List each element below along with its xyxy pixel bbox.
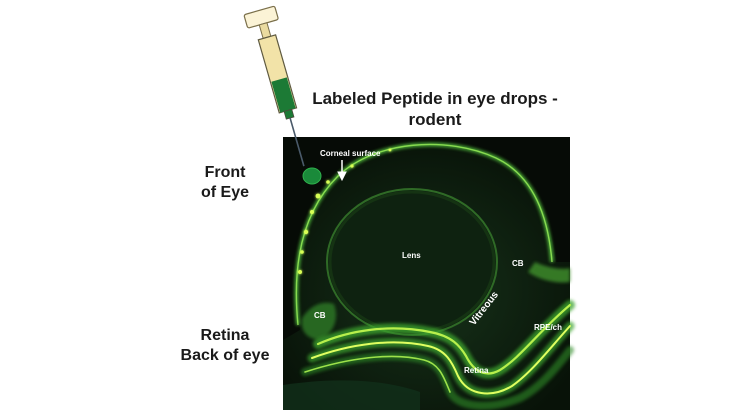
syringe-icon [243,5,305,167]
back-of-eye-label: Retina Back of eye [165,326,285,366]
corneal-surface-label: Corneal surface [320,149,381,158]
eyeball [283,142,575,410]
lens-label: Lens [402,251,421,260]
title-line-2: rodent [408,110,462,130]
cb-right-label: CB [512,259,524,268]
ciliary-body-left [301,302,337,340]
syringe-liquid [271,77,296,113]
front-of-eye-label: Front of Eye [180,163,270,203]
ciliary-body-right [528,262,570,283]
syringe-needle [289,117,305,167]
retina-label: Retina [464,366,489,375]
eye-drop-icon [302,167,322,185]
lower-tissue [283,380,420,410]
back-label-line-2: Back of eye [180,347,270,364]
cb-left-label: CB [314,311,326,320]
retina-layers [301,300,575,410]
front-label-line-1: Front [204,164,246,181]
rpe-label: RPE/ch [534,323,562,332]
lens [326,188,498,336]
title-line-1: Labeled Peptide in eye drops - [312,89,558,108]
corneal-surface-arrow [337,160,347,182]
diagram-title: Labeled Peptide in eye drops - rodent [300,88,570,131]
back-label-line-1: Retina [200,327,250,344]
front-label-line-2: of Eye [200,184,249,201]
